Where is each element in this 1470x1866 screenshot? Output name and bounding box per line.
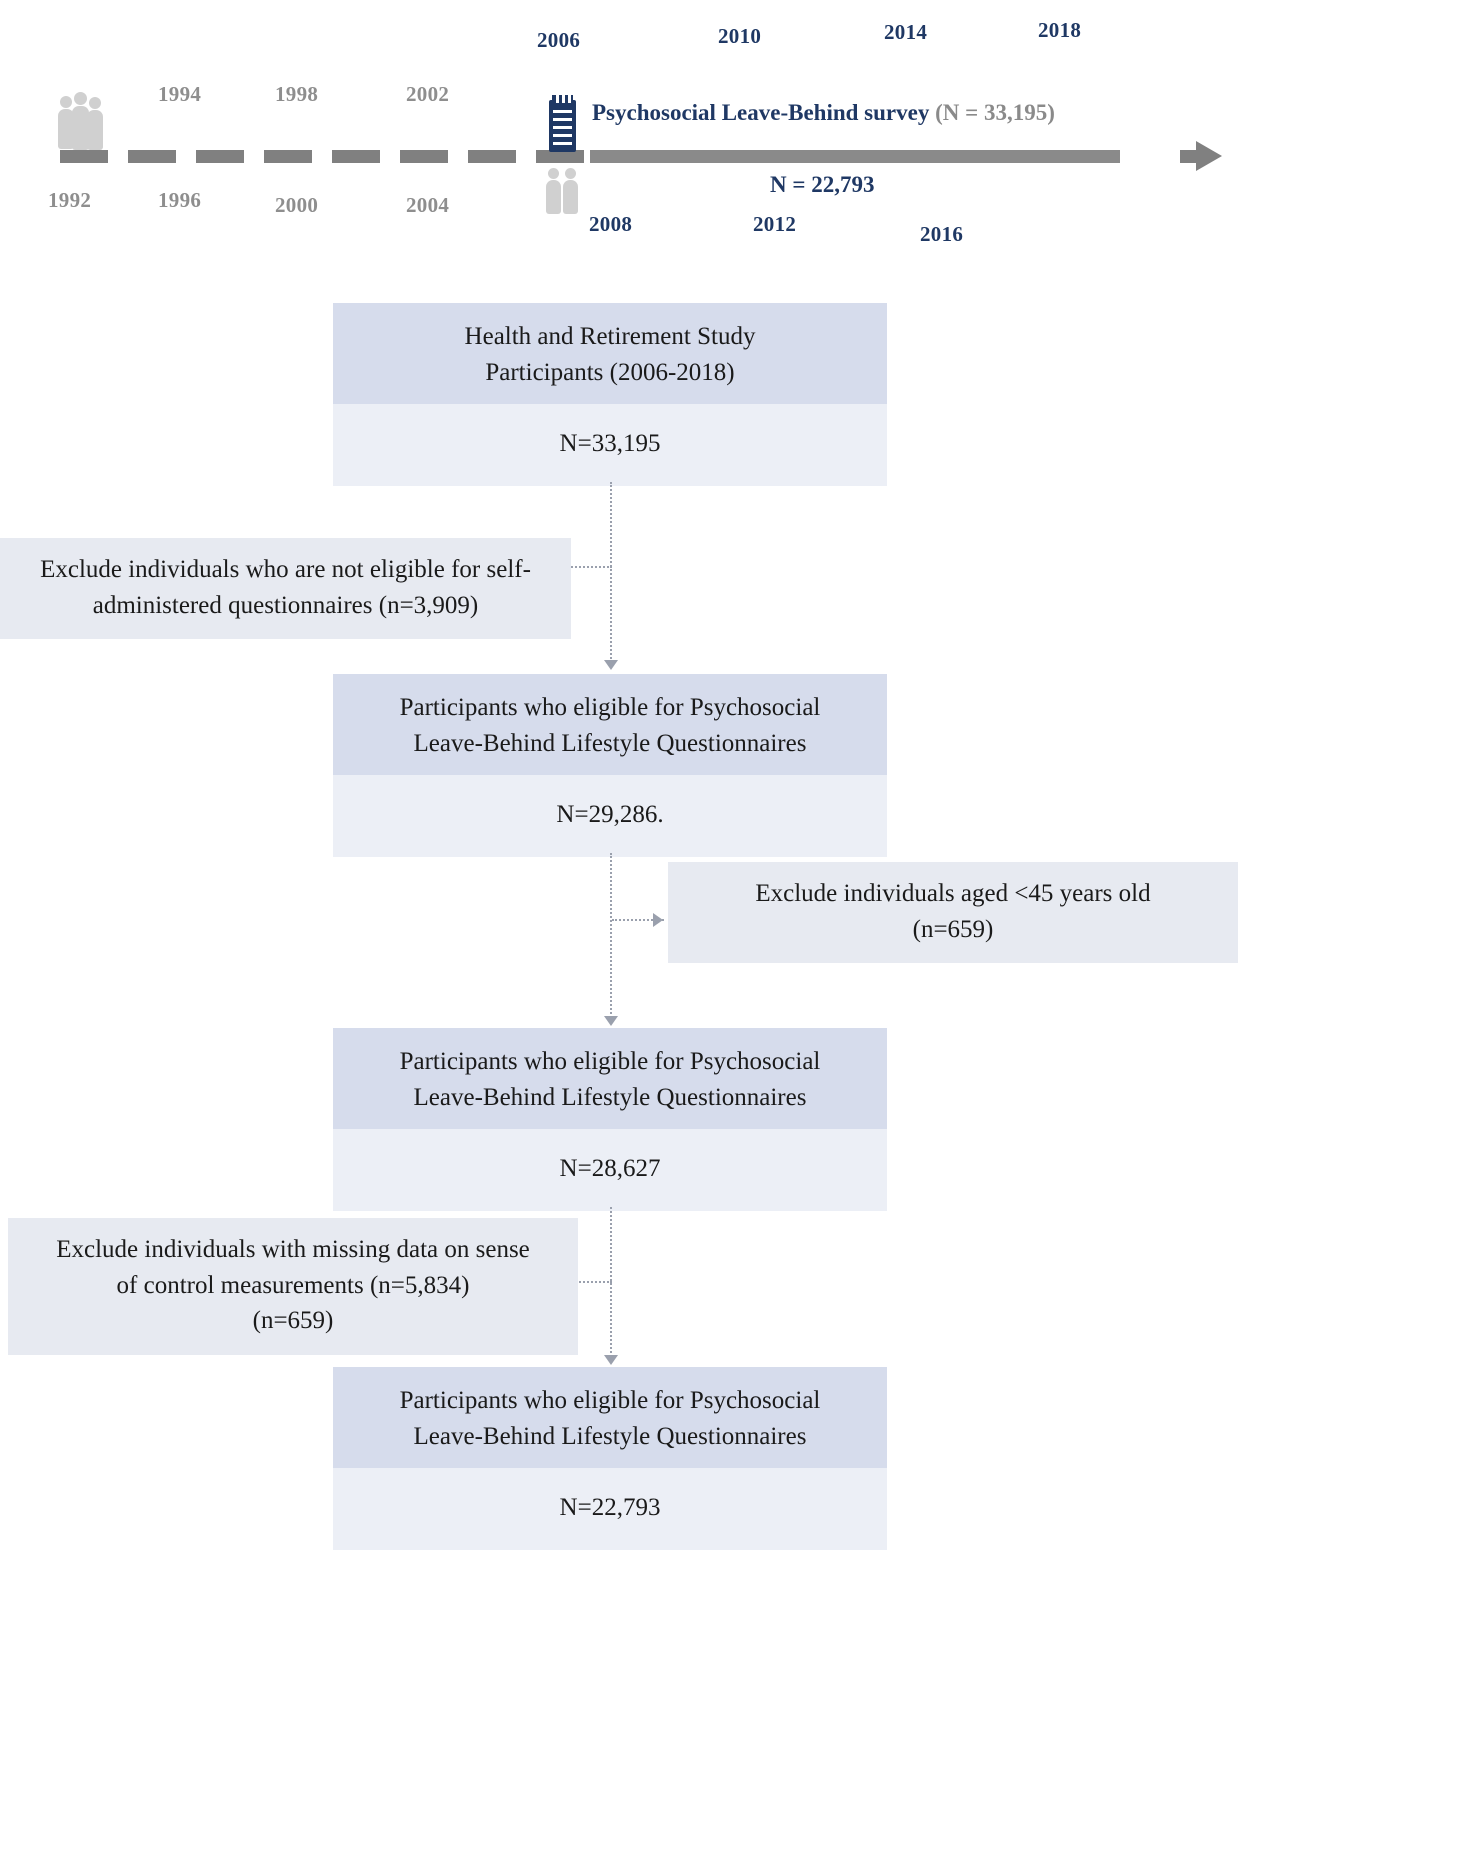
flow-box-hrs-participants: Health and Retirement Study Participants…	[333, 303, 887, 486]
timeline-axis-dash	[400, 150, 448, 163]
timeline-year-2014: 2014	[884, 20, 928, 44]
flow-box-body: N=33,195	[333, 404, 887, 486]
timeline-year-1996: 1996	[158, 188, 202, 212]
timeline-axis-solid	[590, 150, 1120, 163]
right-arrow-icon	[1196, 141, 1222, 171]
timeline-year-1998: 1998	[275, 82, 319, 106]
connector-arrowhead-icon	[653, 913, 663, 927]
flow-box-header: Health and Retirement Study Participants…	[333, 303, 887, 404]
timeline-year-2006: 2006	[537, 28, 581, 52]
flow-box-header: Participants who eligible for Psychosoci…	[333, 1367, 887, 1468]
flow-box-count: N=28,627	[559, 1155, 661, 1182]
flow-exclusion-line: Exclude individuals who are not eligible…	[40, 556, 531, 583]
timeline-axis-dash	[536, 150, 584, 163]
flow-box-final-sample: Participants who eligible for Psychosoci…	[333, 1367, 887, 1550]
flow-box-eligible-2: Participants who eligible for Psychosoci…	[333, 1028, 887, 1211]
flow-exclusion-box-2: Exclude individuals aged <45 years old (…	[668, 862, 1238, 963]
flow-box-title-line: Leave-Behind Lifestyle Questionnaires	[413, 1083, 807, 1111]
flow-exclusion-line: administered questionnaires (n=3,909)	[92, 591, 479, 619]
connector-arrowhead-icon	[604, 660, 618, 670]
connector-box2-box3	[610, 853, 612, 1018]
flow-box-eligible-1: Participants who eligible for Psychosoci…	[333, 674, 887, 857]
timeline-analytic-n: N = 22,793	[770, 172, 875, 197]
flow-exclusion-box-1: Exclude individuals who are not eligible…	[0, 538, 571, 639]
clipboard-survey-icon	[549, 95, 576, 152]
survey-n-text: (N = 33,195)	[935, 100, 1055, 125]
connector-arrowhead-icon	[604, 1016, 618, 1026]
flow-exclusion-line: Exclude individuals with missing data on…	[56, 1236, 530, 1263]
flow-box-body: N=29,286.	[333, 775, 887, 857]
timeline-year-2000: 2000	[275, 193, 319, 217]
flow-exclusion-box-3: Exclude individuals with missing data on…	[8, 1218, 578, 1355]
flow-box-header: Participants who eligible for Psychosoci…	[333, 674, 887, 775]
timeline-year-1994: 1994	[158, 82, 202, 106]
flow-exclusion-line: (n=659)	[912, 915, 994, 943]
flow-box-title-line: Health and Retirement Study	[464, 323, 756, 350]
two-people-icon	[546, 166, 582, 214]
flow-box-title-line: Participants (2006-2018)	[485, 358, 735, 386]
timeline-year-2016: 2016	[920, 222, 964, 246]
flow-box-count: N=33,195	[559, 430, 661, 457]
timeline-year-2010: 2010	[718, 24, 762, 48]
survey-label-text: Psychosocial Leave-Behind survey	[592, 100, 930, 125]
connector-arrowhead-icon	[604, 1355, 618, 1365]
timeline-axis-dash	[1180, 150, 1200, 163]
timeline-axis-dash	[196, 150, 244, 163]
flow-box-count: N=29,286.	[556, 801, 664, 828]
timeline-year-2004: 2004	[406, 193, 450, 217]
timeline-year-2008: 2008	[589, 212, 633, 236]
study-timeline: 1994 1998 2002 2006 2010 2014 2018 1992 …	[0, 0, 1470, 260]
flow-box-count: N=22,793	[559, 1494, 661, 1521]
flow-box-title-line: Participants who eligible for Psychosoci…	[399, 1387, 821, 1414]
timeline-survey-label: Psychosocial Leave-Behind survey (N = 33…	[592, 100, 1055, 126]
timeline-year-2002: 2002	[406, 82, 450, 106]
flow-exclusion-line: (n=659)	[252, 1307, 334, 1334]
connector-exclusion-1	[560, 566, 612, 568]
connector-exclusion-2	[612, 919, 664, 921]
flow-box-title-line: Participants who eligible for Psychosoci…	[399, 1048, 821, 1075]
timeline-axis-dash	[468, 150, 516, 163]
flow-box-body: N=28,627	[333, 1129, 887, 1211]
connector-exclusion-3	[564, 1281, 612, 1283]
flow-box-title-line: Participants who eligible for Psychosoci…	[399, 694, 821, 721]
flow-box-title-line: Leave-Behind Lifestyle Questionnaires	[413, 1422, 807, 1450]
flow-box-body: N=22,793	[333, 1468, 887, 1550]
group-of-people-icon	[56, 90, 108, 150]
flow-exclusion-line: Exclude individuals aged <45 years old	[755, 880, 1151, 907]
timeline-year-1992: 1992	[48, 188, 92, 212]
timeline-axis-dash	[264, 150, 312, 163]
flow-box-header: Participants who eligible for Psychosoci…	[333, 1028, 887, 1129]
flow-box-title-line: Leave-Behind Lifestyle Questionnaires	[413, 729, 807, 757]
connector-box1-box2	[610, 482, 612, 662]
timeline-year-2012: 2012	[753, 212, 797, 236]
flow-exclusion-line: of control measurements (n=5,834)	[116, 1271, 470, 1299]
timeline-axis-dash	[128, 150, 176, 163]
timeline-year-2018: 2018	[1038, 18, 1082, 42]
timeline-axis-dash	[60, 150, 108, 163]
timeline-axis-dash	[332, 150, 380, 163]
